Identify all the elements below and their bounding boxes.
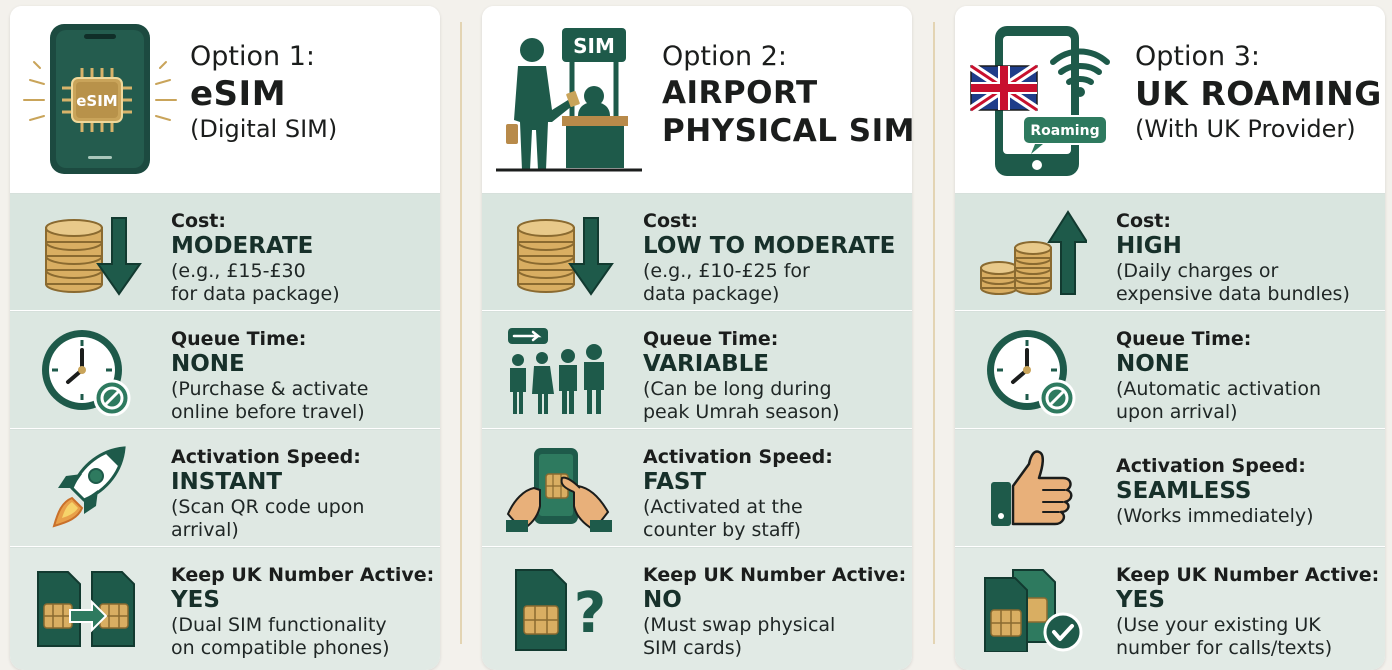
row-value: NONE xyxy=(1116,351,1190,377)
row-label: Keep UK Number Active: xyxy=(1116,564,1380,586)
wifi-signal-icon xyxy=(1050,48,1110,85)
row-label: Keep UK Number Active: xyxy=(171,564,435,586)
row-note: arrival) xyxy=(171,519,239,541)
option-card-uk-roaming: Roaming Option 3: UK ROAMING (With UK Pr… xyxy=(955,6,1385,670)
option-number: Option 3: xyxy=(1135,41,1260,72)
uk-flag-icon xyxy=(968,62,1040,114)
thumbs-up-icon xyxy=(977,444,1087,534)
option-name: UK ROAMING xyxy=(1135,74,1382,113)
row-note: (Daily charges or xyxy=(1116,260,1279,282)
option-number: Option 1: xyxy=(190,41,315,72)
airport-sim-counter-icon: SIM xyxy=(492,20,652,180)
option-name: PHYSICAL SIM xyxy=(662,113,912,149)
option-number: Option 2: xyxy=(662,41,787,72)
row-note: peak Umrah season) xyxy=(643,401,840,423)
row-label: Cost: xyxy=(643,210,698,232)
row-label: Activation Speed: xyxy=(171,446,361,468)
activation-speed-row: Activation Speed: SEAMLESS (Works immedi… xyxy=(955,429,1385,546)
row-label: Activation Speed: xyxy=(643,446,833,468)
coins-up-arrow-icon xyxy=(977,208,1087,298)
row-note: (Dual SIM functionality xyxy=(171,614,387,636)
column-divider xyxy=(460,22,462,644)
row-note: data package) xyxy=(643,283,780,305)
cost-row: Cost: LOW TO MODERATE (e.g., £10-£25 for… xyxy=(482,193,912,310)
row-note: (e.g., £10-£25 for xyxy=(643,260,810,282)
row-note: upon arrival) xyxy=(1116,401,1238,423)
coins-down-arrow-icon xyxy=(32,208,142,298)
row-value: SEAMLESS xyxy=(1116,478,1252,504)
queue-time-row: Queue Time: VARIABLE (Can be long during… xyxy=(482,311,912,428)
roaming-bubble-label: Roaming xyxy=(1030,123,1099,139)
row-note: (Automatic activation xyxy=(1116,378,1321,400)
dual-sim-icon xyxy=(32,562,142,652)
row-label: Queue Time: xyxy=(1116,328,1252,350)
option-name: eSIM xyxy=(190,74,287,114)
rocket-icon xyxy=(32,444,142,534)
clock-no-wait-icon xyxy=(32,326,142,416)
row-note: (Activated at the xyxy=(643,496,803,518)
row-label: Activation Speed: xyxy=(1116,455,1306,477)
option-subtitle: (With UK Provider) xyxy=(1135,115,1356,143)
row-value: FAST xyxy=(643,469,707,495)
card-header: Roaming Option 3: UK ROAMING (With UK Pr… xyxy=(955,6,1385,193)
row-note: (Must swap physical xyxy=(643,614,836,636)
row-note: (Can be long during xyxy=(643,378,832,400)
row-label: Queue Time: xyxy=(643,328,779,350)
option-card-airport-sim: SIM Option 2: AIRPORT PHYSICAL SIM xyxy=(482,6,912,670)
sim-sign-label: SIM xyxy=(573,34,615,58)
row-value: VARIABLE xyxy=(643,351,770,377)
row-note: online before travel) xyxy=(171,401,365,423)
row-note: (Scan QR code upon xyxy=(171,496,365,518)
option-subtitle: (Digital SIM) xyxy=(190,115,338,143)
keep-uk-number-row: Keep UK Number Active: YES (Dual SIM fun… xyxy=(10,547,440,670)
activation-speed-row: Activation Speed: INSTANT (Scan QR code … xyxy=(10,429,440,546)
row-note: (Use your existing UK xyxy=(1116,614,1321,636)
row-value: NONE xyxy=(171,351,245,377)
row-note: number for calls/texts) xyxy=(1116,637,1333,659)
esim-chip-label: eSIM xyxy=(76,92,117,110)
row-value: INSTANT xyxy=(171,469,283,495)
queue-people-icon xyxy=(504,326,614,416)
row-note: counter by staff) xyxy=(643,519,801,541)
row-note: (Purchase & activate xyxy=(171,378,369,400)
card-header: SIM Option 2: AIRPORT PHYSICAL SIM xyxy=(482,6,912,193)
keep-uk-number-row: ? Keep UK Number Active: NO (Must swap p… xyxy=(482,547,912,670)
option-card-esim: eSIM Option 1: eSIM (Digital SIM) Cost: … xyxy=(10,6,440,670)
activation-speed-row: Activation Speed: FAST (Activated at the… xyxy=(482,429,912,546)
queue-time-row: Queue Time: NONE (Purchase & activate on… xyxy=(10,311,440,428)
clock-no-wait-icon xyxy=(977,326,1087,416)
row-note: expensive data bundles) xyxy=(1116,283,1350,305)
row-value: MODERATE xyxy=(171,233,314,259)
row-value: YES xyxy=(171,587,220,613)
option-name: AIRPORT xyxy=(662,75,818,111)
row-label: Cost: xyxy=(171,210,226,232)
row-note: SIM cards) xyxy=(643,637,743,659)
queue-time-row: Queue Time: NONE (Automatic activation u… xyxy=(955,311,1385,428)
row-value: NO xyxy=(643,587,682,613)
row-note: for data package) xyxy=(171,283,340,305)
hands-inserting-sim-icon xyxy=(504,444,614,534)
esim-phone-icon: eSIM xyxy=(20,20,180,180)
row-label: Cost: xyxy=(1116,210,1171,232)
row-value: YES xyxy=(1116,587,1165,613)
row-note: (Works immediately) xyxy=(1116,505,1314,527)
row-label: Queue Time: xyxy=(171,328,307,350)
keep-uk-number-row: Keep UK Number Active: YES (Use your exi… xyxy=(955,547,1385,670)
row-value: HIGH xyxy=(1116,233,1182,259)
svg-text:?: ? xyxy=(574,581,606,646)
cost-row: Cost: HIGH (Daily charges or expensive d… xyxy=(955,193,1385,310)
coins-down-arrow-icon xyxy=(504,208,614,298)
column-divider xyxy=(933,22,935,644)
cost-row: Cost: MODERATE (e.g., £15-£30 for data p… xyxy=(10,193,440,310)
row-value: LOW TO MODERATE xyxy=(643,233,896,259)
row-note: on compatible phones) xyxy=(171,637,390,659)
row-note: (e.g., £15-£30 xyxy=(171,260,306,282)
row-label: Keep UK Number Active: xyxy=(643,564,907,586)
roaming-phone-icon: Roaming xyxy=(965,20,1125,180)
sim-question-icon: ? xyxy=(504,562,614,652)
sim-check-icon xyxy=(977,562,1087,652)
card-header: eSIM Option 1: eSIM (Digital SIM) xyxy=(10,6,440,193)
